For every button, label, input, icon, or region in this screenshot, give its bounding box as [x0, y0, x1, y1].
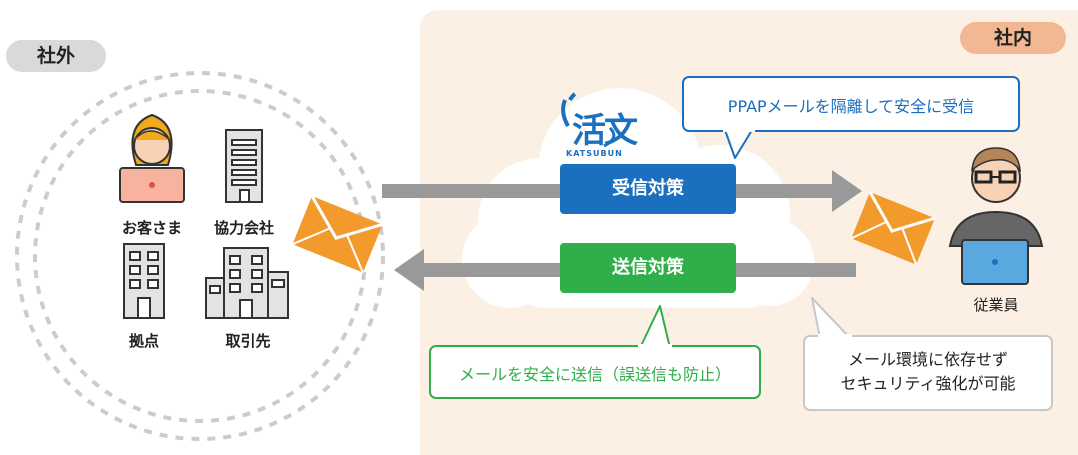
entity-label-partner: 協力会社	[213, 219, 274, 237]
building-icon	[225, 129, 263, 203]
receive-callout-bubble	[682, 76, 1020, 159]
logo-name: 活文	[572, 111, 638, 151]
envelope-icon	[850, 191, 936, 265]
building-icon	[205, 247, 289, 319]
environment-callout-line-2: セキュリティ強化が可能	[840, 374, 1016, 393]
entity-label-client: 取引先	[225, 332, 271, 350]
environment-callout-line-1: メール環境に依存せず	[847, 350, 1008, 369]
entity-label-branch: 拠点	[128, 332, 159, 350]
katsubun-logo	[561, 92, 616, 148]
environment-callout-text: メール環境に依存せず セキュリティ強化が可能	[806, 348, 1050, 396]
employee-label: 従業員	[973, 296, 1019, 314]
envelope-icon	[292, 195, 383, 274]
environment-callout-bubble	[803, 297, 1053, 411]
external-label: 社外	[6, 40, 106, 72]
send-measure-button[interactable]: 送信対策	[560, 243, 736, 293]
receive-callout-text: PPAPメールを隔離して安全に受信	[727, 97, 975, 116]
logo-sub: KATSUBUN	[566, 149, 623, 158]
customer-icon	[119, 113, 185, 203]
building-icon	[123, 243, 165, 319]
send-callout-bubble	[429, 305, 761, 399]
send-callout-text: メールを安全に送信（誤送信も防止）	[458, 365, 731, 384]
internal-label: 社内	[960, 22, 1066, 54]
employee-icon	[948, 147, 1044, 285]
entity-label-customer: お客さま	[121, 219, 182, 237]
receive-measure-button[interactable]: 受信対策	[560, 164, 736, 214]
